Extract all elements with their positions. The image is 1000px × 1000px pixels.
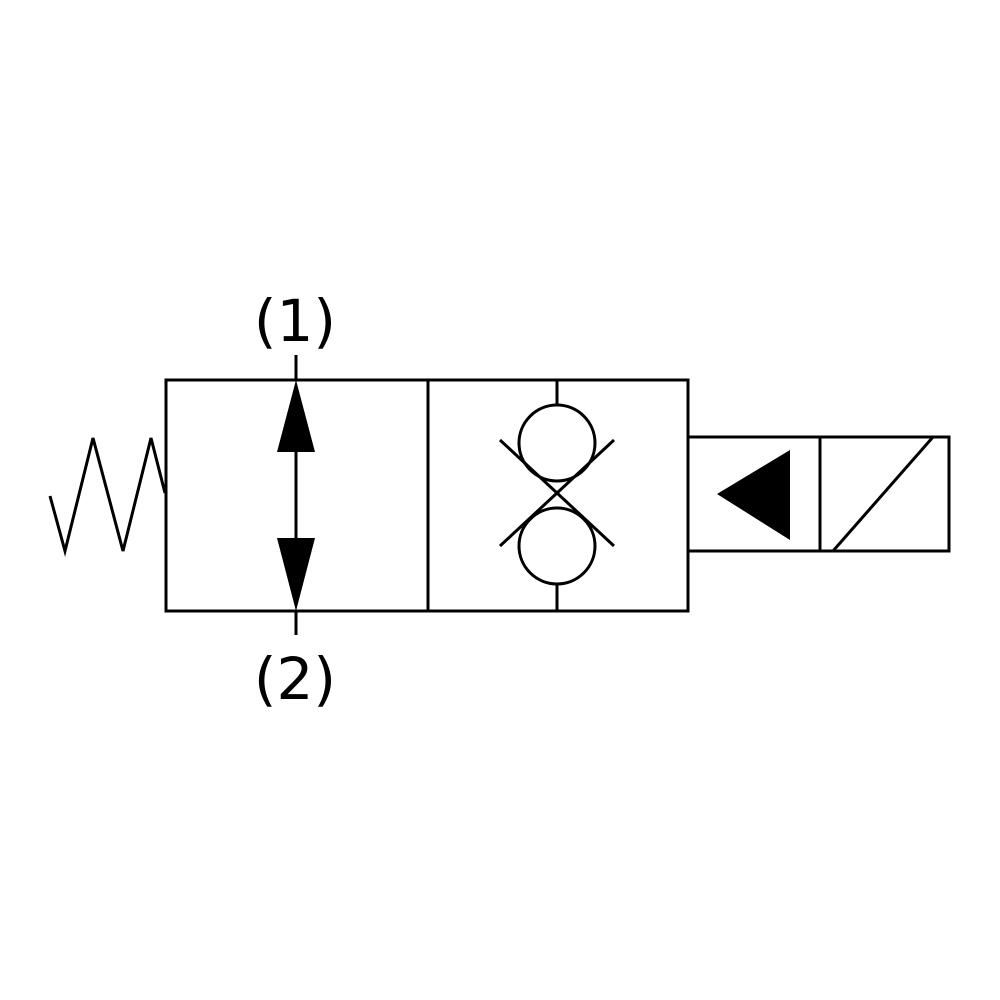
check-seat-line-b	[498, 438, 616, 548]
arrowhead-down-icon	[277, 538, 315, 611]
check-ball-bottom	[517, 506, 597, 586]
spring-actuator	[48, 437, 167, 557]
arrowhead-up-icon	[277, 380, 315, 452]
check-ball-top	[517, 403, 597, 483]
port-1-label: (1)	[253, 287, 337, 355]
solenoid-direction-icon	[717, 450, 790, 540]
solenoid-coil-slash	[831, 436, 935, 552]
port-2-label: (2)	[253, 645, 337, 713]
